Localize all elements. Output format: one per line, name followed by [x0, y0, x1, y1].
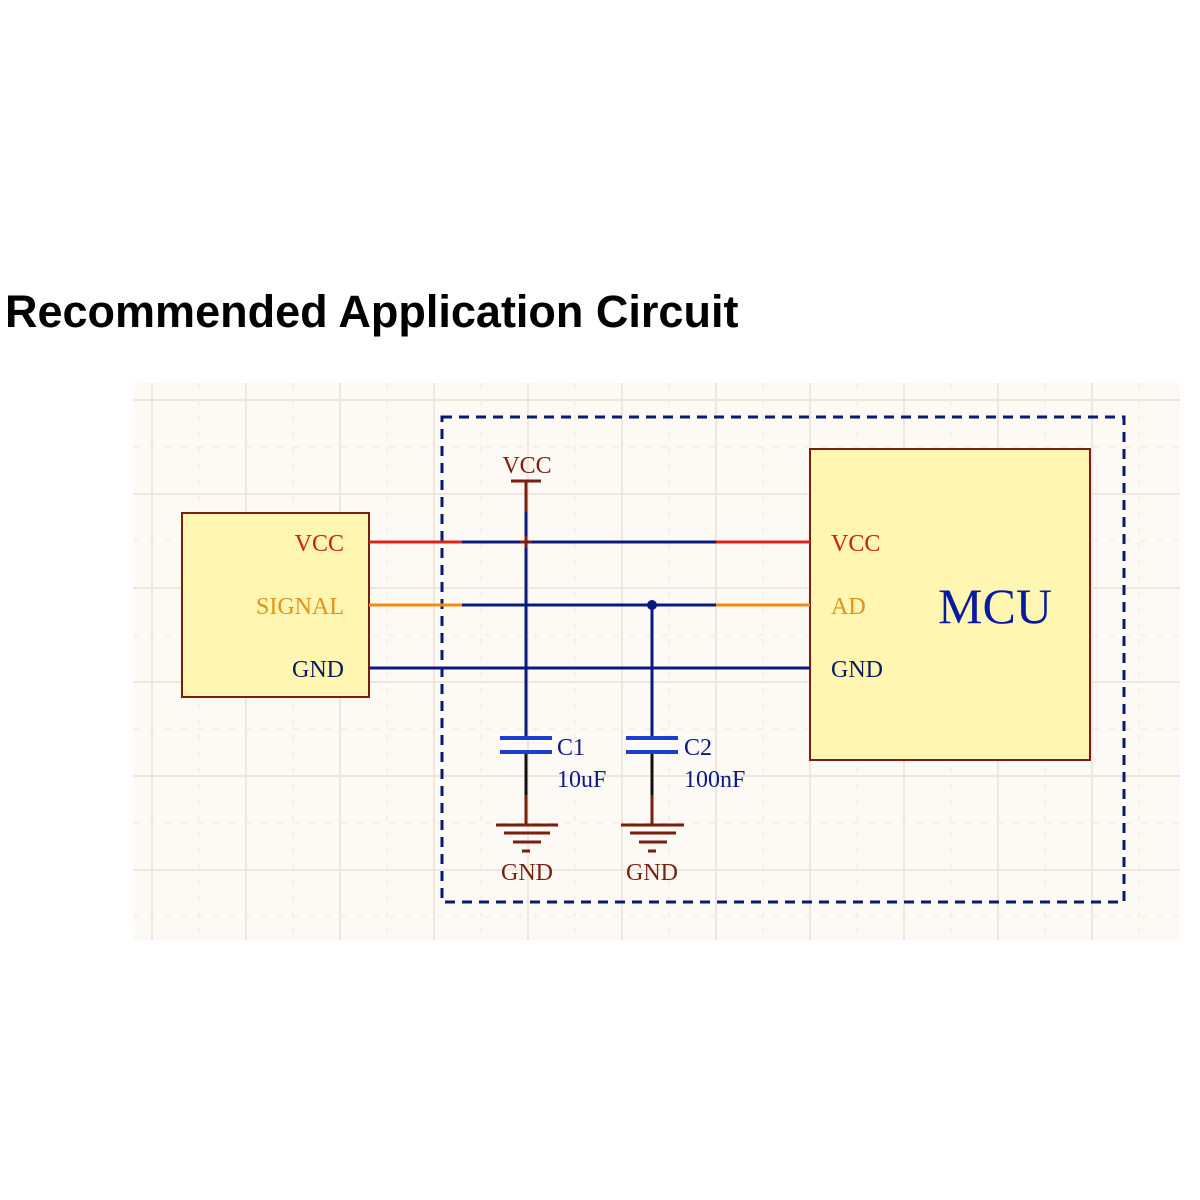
c2-value: 100nF: [684, 767, 745, 793]
ground-symbol-c1: GND: [496, 795, 558, 886]
mcu-pin-vcc-label: VCC: [831, 531, 880, 557]
vcc-power-symbol: VCC: [502, 453, 552, 548]
capacitor-c1: C1 10uF: [500, 735, 606, 793]
junction-dot: [647, 600, 657, 610]
ground-symbol-c2: GND: [621, 795, 684, 886]
wires: [369, 540, 810, 795]
vcc-crossing-mark: [520, 536, 532, 548]
sensor-module: VCC SIGNAL GND: [181, 512, 370, 698]
sensor-pin-vcc-label: VCC: [295, 531, 344, 557]
c1-reference: C1: [557, 735, 585, 761]
page-title: Recommended Application Circuit: [5, 286, 739, 337]
mcu-pin-gnd-label: GND: [831, 657, 883, 683]
mcu-box: [809, 448, 1091, 761]
sensor-pin-gnd-label: GND: [292, 657, 344, 683]
sensor-pin-signal-label: SIGNAL: [256, 594, 344, 620]
vcc-power-label: VCC: [502, 453, 551, 479]
ground-label: GND: [501, 860, 553, 886]
board-boundary-frame: [440, 415, 1126, 904]
capacitor-c2: C2 100nF: [626, 735, 745, 793]
c1-value: 10uF: [557, 767, 606, 793]
mcu-label: MCU: [938, 578, 1052, 634]
sensor-box: [181, 512, 370, 698]
mcu-pin-ad-label: AD: [831, 594, 866, 620]
c2-reference: C2: [684, 735, 712, 761]
mcu-module: VCC AD GND MCU: [809, 448, 1091, 761]
ground-label: GND: [626, 860, 678, 886]
